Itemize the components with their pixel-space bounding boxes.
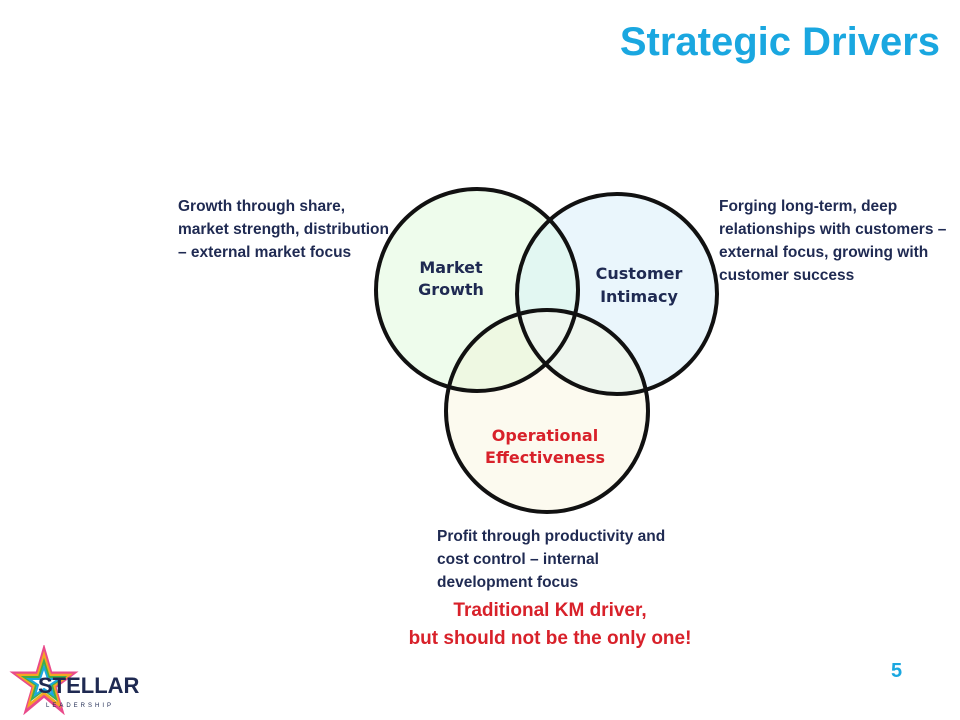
customer-intimacy-description: Forging long-term, deep relationships wi… [719, 198, 947, 284]
operational-label-line1: Operational [492, 426, 598, 445]
slide-title: Strategic Drivers [619, 20, 940, 64]
logo-subtext: LEADERSHIP [46, 703, 114, 709]
overlap-intimacy-operational [517, 310, 648, 394]
market-growth-label-line1: Market [419, 258, 483, 277]
market-growth-label-line2: Growth [418, 280, 484, 299]
page-number: 5 [891, 660, 903, 682]
stellar-logo: STELLAR LEADERSHIP [9, 645, 140, 715]
customer-intimacy-label-line2: Intimacy [600, 287, 678, 306]
star-icon [9, 645, 79, 715]
operational-effectiveness-description: Profit through productivity and cost con… [437, 528, 666, 591]
market-growth-outline [374, 187, 580, 393]
customer-intimacy-label-line1: Customer [596, 264, 683, 283]
operational-effectiveness-outline [444, 308, 650, 514]
operational-label-line2: Effectiveness [485, 448, 605, 467]
callout-line-2: but should not be the only one! [408, 628, 692, 649]
market-growth-description: Growth through share, market strength, d… [178, 198, 389, 261]
callout-line-1: Traditional KM driver, [453, 600, 647, 621]
overlap-growth-operational [446, 310, 578, 391]
customer-intimacy-outline [515, 192, 719, 396]
logo-text: STELLAR [38, 673, 140, 698]
